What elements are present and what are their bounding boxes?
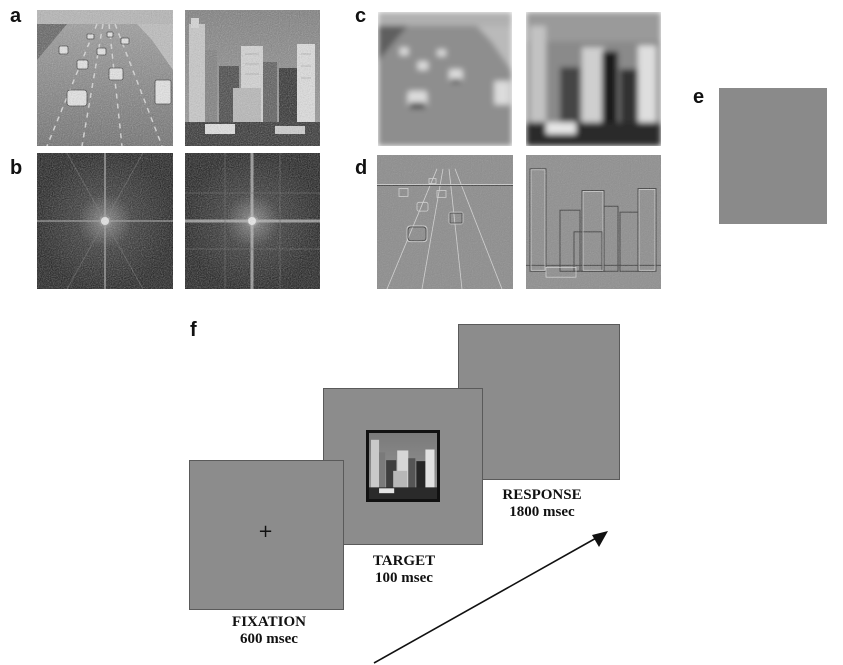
target-duration: 100 msec — [375, 570, 433, 586]
panel-label-c: c — [355, 5, 367, 27]
target-screen — [323, 388, 483, 545]
target-caption: TARGET 100 msec — [359, 553, 449, 587]
highway-high-spatial-frequency — [377, 155, 513, 289]
uniform-gray-mask — [719, 88, 827, 224]
panel-label-a: a — [10, 5, 22, 27]
city-amplitude-spectrum — [185, 153, 320, 289]
fixation-duration: 600 msec — [240, 631, 298, 647]
city-low-spatial-frequency — [526, 12, 661, 146]
response-duration: 1800 msec — [509, 504, 575, 520]
response-label: RESPONSE — [502, 487, 582, 503]
panel-label-b: b — [10, 157, 23, 179]
fixation-screen: + — [189, 460, 344, 610]
highway-photo — [37, 10, 173, 146]
target-image-frame — [366, 430, 440, 502]
city-skyline-photo — [185, 10, 320, 146]
arrow-head-icon — [592, 531, 608, 547]
response-screen — [458, 324, 620, 480]
fixation-caption: FIXATION 600 msec — [222, 614, 316, 648]
fixation-label: FIXATION — [232, 614, 306, 630]
fixation-cross: + — [258, 521, 274, 542]
panel-label-f: f — [190, 319, 197, 341]
highway-amplitude-spectrum — [37, 153, 173, 289]
panel-label-e: e — [693, 86, 705, 108]
target-label: TARGET — [372, 553, 436, 569]
panel-label-d: d — [355, 157, 368, 179]
time-arrow — [373, 531, 608, 664]
response-caption: RESPONSE 1800 msec — [488, 487, 596, 521]
city-high-spatial-frequency — [526, 155, 661, 289]
highway-low-spatial-frequency — [378, 12, 512, 146]
